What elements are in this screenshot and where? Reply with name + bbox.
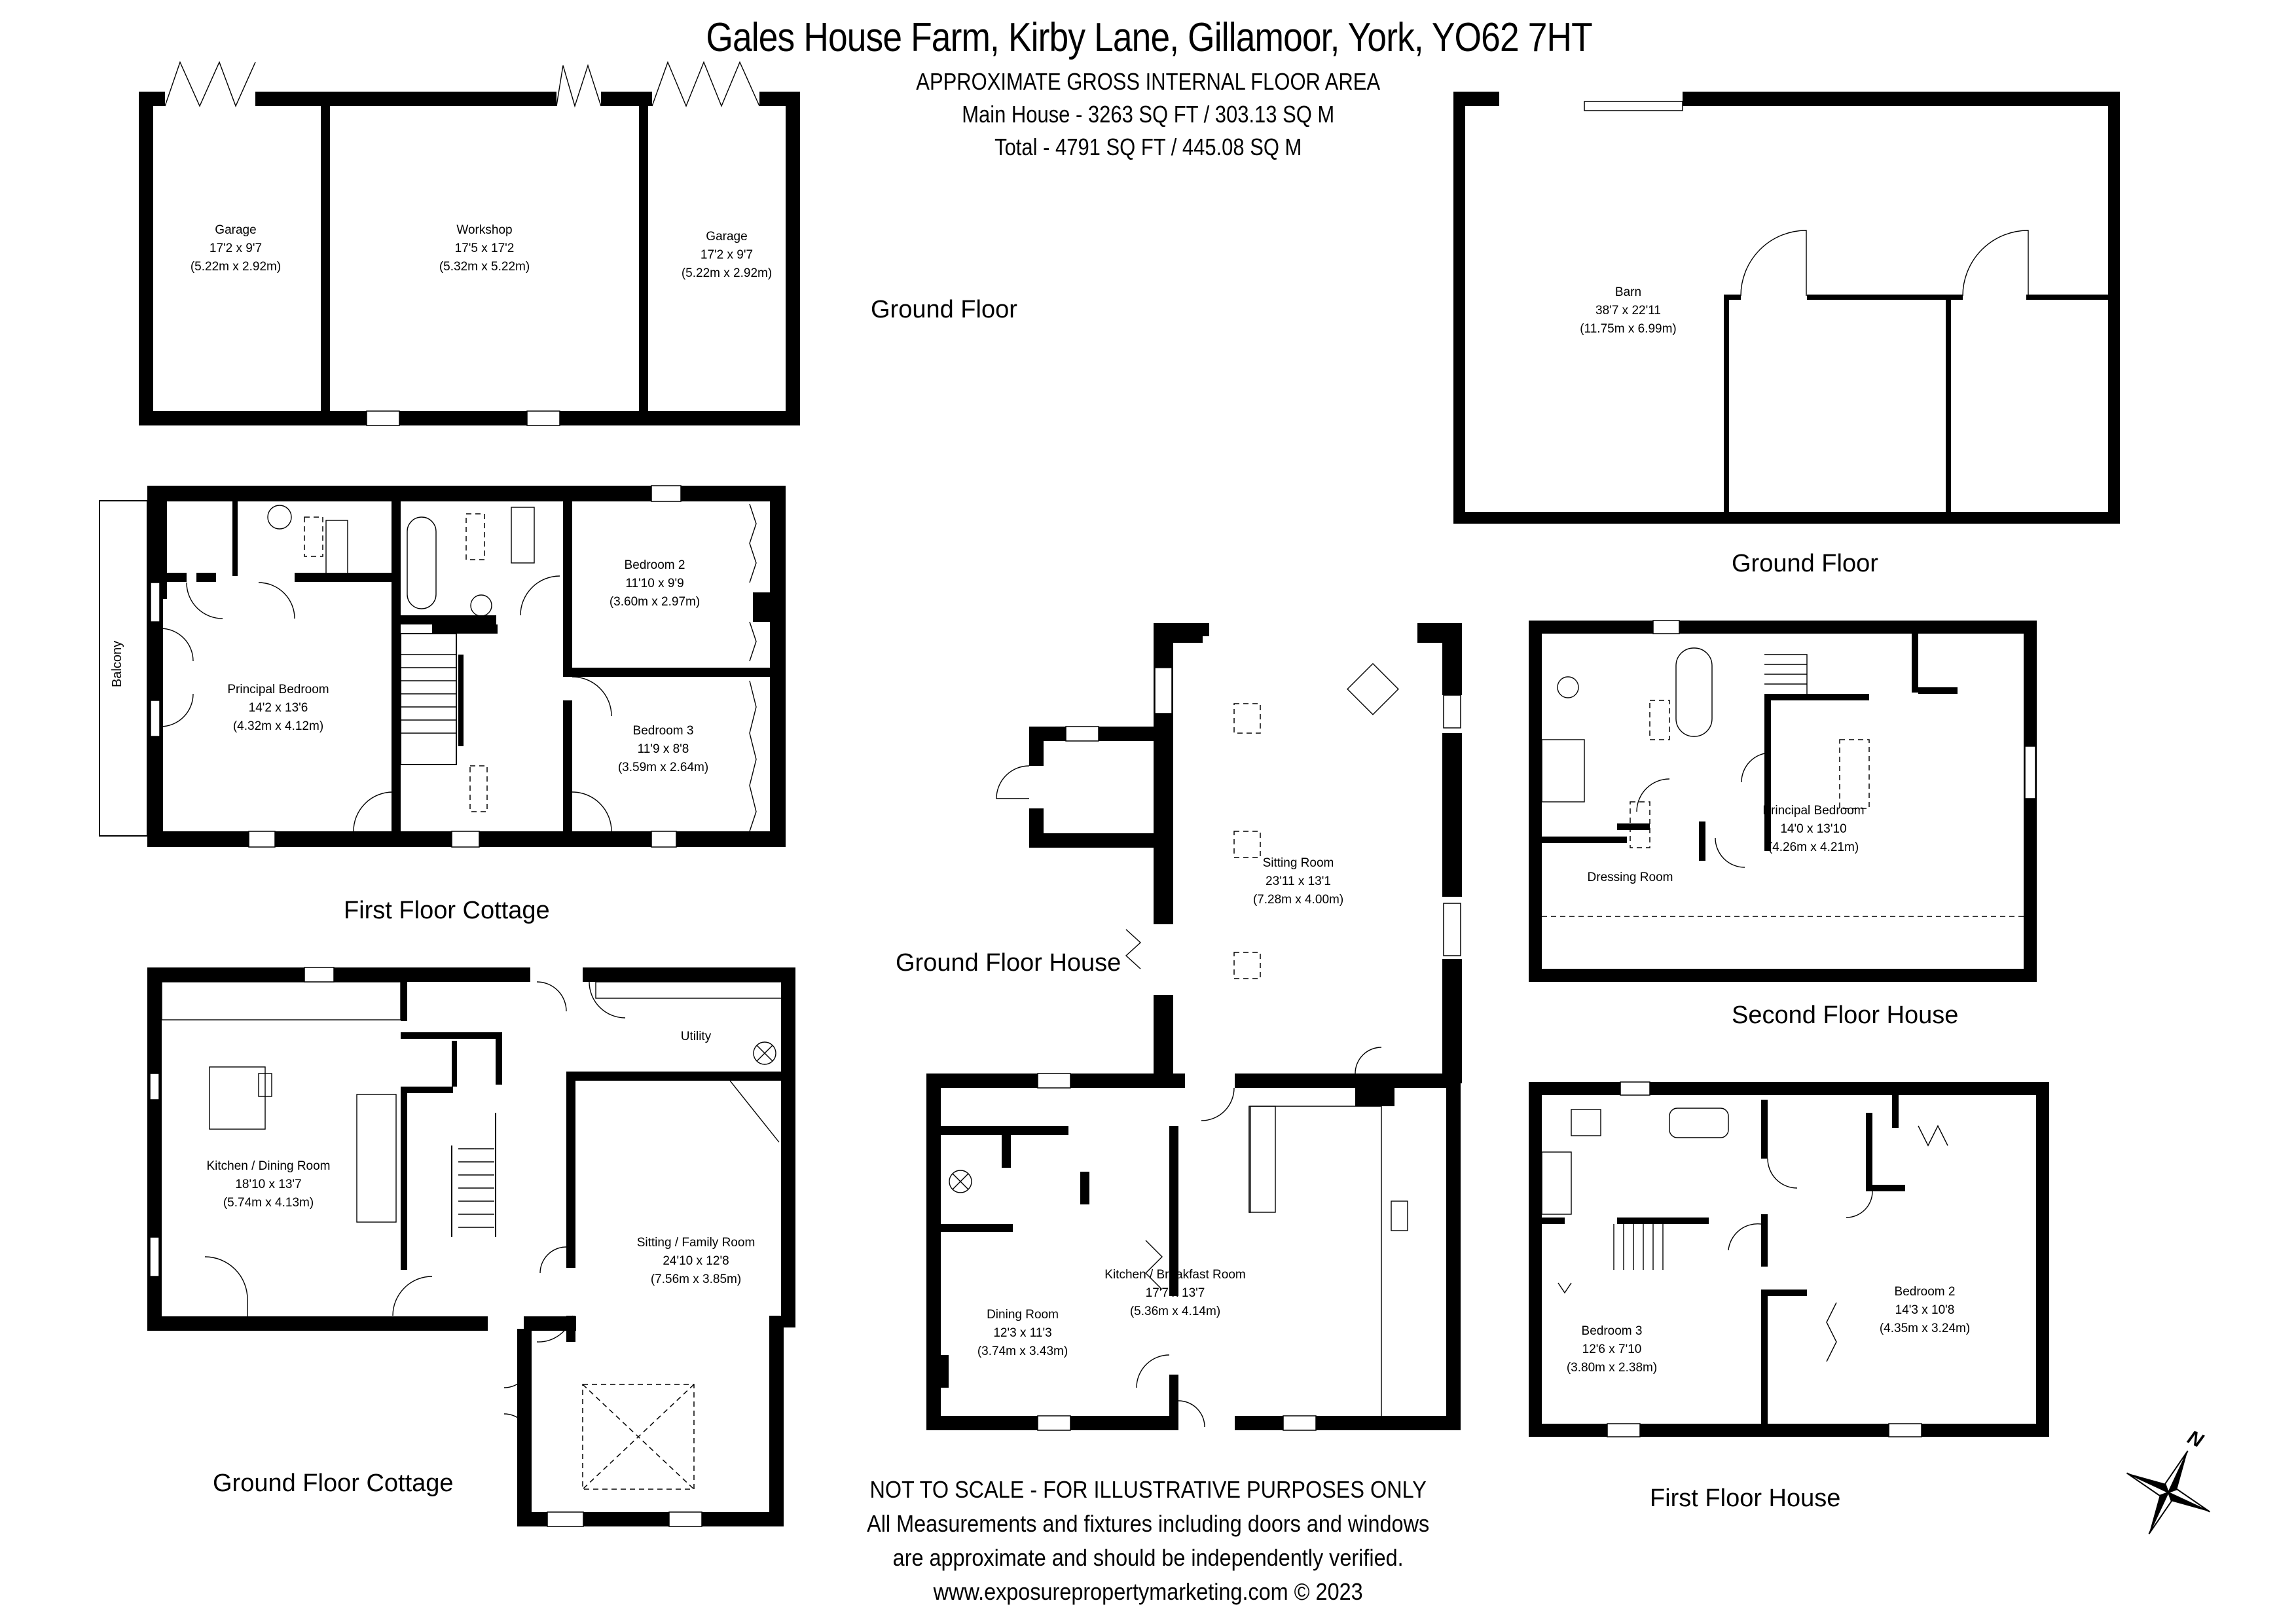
- room-size-imperial: 24'10 x 12'8: [663, 1254, 729, 1268]
- room-size-metric: (5.22m x 2.92m): [190, 260, 282, 274]
- room-label: Garage 17'2 x 9'7 (5.22m x 2.92m): [682, 228, 772, 283]
- floor-label-cottage-ground: Ground Floor Cottage: [213, 1470, 454, 1497]
- room-label: Principal Bedroom 14'2 x 13'6 (4.32m x 4…: [227, 681, 329, 736]
- disclaimer-not-to-scale: NOT TO SCALE - FOR ILLUSTRATIVE PURPOSES…: [869, 1476, 1427, 1503]
- room-name: Bedroom 3: [632, 724, 694, 738]
- room-size-imperial: 17'7 x 13'7: [1145, 1286, 1205, 1300]
- room-name: Utility: [680, 1030, 712, 1043]
- room-size-imperial: 12'6 x 7'10: [1582, 1343, 1642, 1356]
- room-size-metric: (5.22m x 2.92m): [681, 266, 773, 280]
- room-size-imperial: 17'5 x 17'2: [454, 242, 515, 255]
- room-size-imperial: 11'9 x 8'8: [637, 742, 689, 756]
- room-size-metric: (7.56m x 3.85m): [650, 1272, 742, 1286]
- balcony-label: Balcony: [110, 640, 124, 687]
- room-label: Bedroom 2 11'10 x 9'9 (3.60m x 2.97m): [610, 556, 700, 611]
- room-size-imperial: 14'2 x 13'6: [248, 701, 308, 715]
- room-name: Dining Room: [987, 1308, 1059, 1322]
- room-label: Kitchen / Breakfast Room 17'7 x 13'7 (5.…: [1104, 1266, 1245, 1321]
- room-label: Utility: [681, 1028, 711, 1046]
- cottage-ground-floor-plan: [147, 967, 795, 1527]
- room-label: Bedroom 2 14'3 x 10'8 (4.35m x 3.24m): [1880, 1283, 1970, 1338]
- room-size-metric: (7.28m x 4.00m): [1252, 893, 1344, 907]
- disclaimer-measurements: All Measurements and fixtures including …: [867, 1510, 1430, 1537]
- room-name: Bedroom 3: [1581, 1324, 1643, 1338]
- outbuildings-plan: [139, 61, 800, 426]
- room-size-metric: (5.74m x 4.13m): [223, 1196, 314, 1210]
- room-name: Principal Bedroom: [227, 683, 329, 696]
- room-label: Barn 38'7 x 22'11 (11.75m x 6.99m): [1580, 283, 1676, 338]
- room-name: Sitting Room: [1262, 856, 1334, 870]
- room-size-imperial: 11'10 x 9'9: [625, 577, 684, 590]
- house-first-floor-plan: [1529, 1081, 2049, 1437]
- room-label: Principal Bedroom 14'0 x 13'10 (4.26m x …: [1762, 802, 1864, 857]
- room-size-imperial: 14'3 x 10'8: [1895, 1303, 1955, 1317]
- room-size-imperial: 23'11 x 13'1: [1266, 875, 1331, 888]
- floor-label-cottage-first: First Floor Cottage: [344, 897, 550, 924]
- room-size-imperial: 17'2 x 9'7: [700, 248, 754, 262]
- room-name: Garage: [215, 223, 257, 237]
- room-size-imperial: 14'0 x 13'10: [1780, 822, 1847, 836]
- room-size-metric: (5.32m x 5.22m): [439, 260, 530, 274]
- room-name: Dressing Room: [1587, 871, 1673, 884]
- room-size-imperial: 12'3 x 11'3: [993, 1326, 1052, 1340]
- room-name: Principal Bedroom: [1762, 804, 1865, 818]
- room-name: Bedroom 2: [1894, 1285, 1956, 1299]
- room-name: Kitchen / Dining Room: [206, 1159, 331, 1173]
- cottage-first-floor-plan: [99, 485, 786, 848]
- room-size-metric: (3.60m x 2.97m): [609, 595, 701, 609]
- room-size-metric: (3.80m x 2.38m): [1566, 1361, 1658, 1375]
- room-size-metric: (11.75m x 6.99m): [1580, 322, 1677, 336]
- room-name: Garage: [706, 230, 748, 244]
- room-label: Workshop 17'5 x 17'2 (5.32m x 5.22m): [439, 221, 530, 276]
- floor-label-barn: Ground Floor: [1732, 550, 1878, 577]
- floor-label-house-ground: Ground Floor House: [896, 949, 1121, 977]
- room-label: Sitting / Family Room 24'10 x 12'8 (7.56…: [637, 1234, 756, 1289]
- page-title: Gales House Farm, Kirby Lane, Gillamoor,…: [706, 15, 1592, 60]
- house-second-floor-plan: [1529, 620, 2037, 982]
- room-size-metric: (5.36m x 4.14m): [1129, 1305, 1221, 1318]
- room-size-metric: (3.59m x 2.64m): [617, 761, 709, 774]
- area-heading: APPROXIMATE GROSS INTERNAL FLOOR AREA: [916, 68, 1381, 95]
- room-label: Dressing Room: [1588, 869, 1673, 887]
- compass-rose-icon: [2126, 1450, 2211, 1535]
- room-name: Barn: [1614, 285, 1642, 299]
- floor-label-house-first: First Floor House: [1650, 1485, 1841, 1512]
- room-size-metric: (4.26m x 4.21m): [1768, 840, 1859, 854]
- room-label: Bedroom 3 12'6 x 7'10 (3.80m x 2.38m): [1567, 1322, 1657, 1377]
- room-size-imperial: 17'2 x 9'7: [209, 242, 263, 255]
- room-name: Sitting / Family Room: [636, 1236, 756, 1250]
- room-label: Dining Room 12'3 x 11'3 (3.74m x 3.43m): [977, 1306, 1068, 1361]
- room-size-imperial: 38'7 x 22'11: [1595, 304, 1661, 317]
- room-size-metric: (4.32m x 4.12m): [232, 719, 324, 733]
- house-ground-floor-plan: [926, 623, 1462, 1431]
- room-size-metric: (4.35m x 3.24m): [1879, 1322, 1971, 1335]
- disclaimer-verify: are approximate and should be independen…: [892, 1544, 1404, 1571]
- room-size-imperial: 18'10 x 13'7: [235, 1178, 302, 1191]
- room-label: Bedroom 3 11'9 x 8'8 (3.59m x 2.64m): [618, 722, 708, 777]
- room-name: Kitchen / Breakfast Room: [1104, 1268, 1246, 1282]
- barn-plan: [1453, 92, 2120, 524]
- floor-label-house-second: Second Floor House: [1732, 1001, 1959, 1029]
- room-label: Kitchen / Dining Room 18'10 x 13'7 (5.74…: [206, 1157, 330, 1212]
- credit-link[interactable]: www.exposurepropertymarketing.com © 2023: [933, 1578, 1363, 1605]
- room-name: Bedroom 2: [624, 558, 685, 572]
- floor-label-outbuildings: Ground Floor: [871, 296, 1017, 323]
- main-house-area: Main House - 3263 SQ FT / 303.13 SQ M: [962, 101, 1335, 128]
- room-label: Garage 17'2 x 9'7 (5.22m x 2.92m): [191, 221, 281, 276]
- room-name: Workshop: [456, 223, 513, 237]
- room-size-metric: (3.74m x 3.43m): [977, 1344, 1068, 1358]
- total-area: Total - 4791 SQ FT / 445.08 SQ M: [994, 134, 1302, 160]
- room-label: Sitting Room 23'11 x 13'1 (7.28m x 4.00m…: [1253, 854, 1343, 909]
